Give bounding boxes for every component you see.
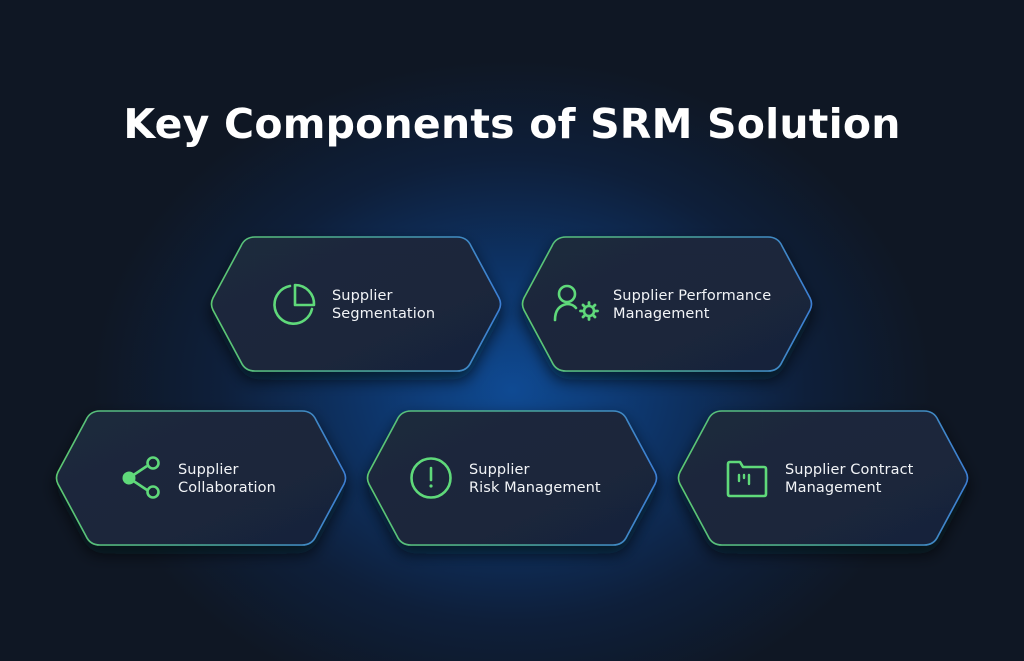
- component-card-supplier-collaboration[interactable]: Supplier Collaboration: [55, 410, 347, 546]
- page-title: Key Components of SRM Solution: [123, 100, 901, 148]
- alert-circle-icon: [410, 457, 452, 499]
- component-card-supplier-segmentation[interactable]: Supplier Segmentation: [210, 236, 502, 372]
- pie-chart-icon: [273, 283, 316, 325]
- hexagon-shape: [366, 410, 658, 546]
- user-gear-icon: [553, 284, 599, 322]
- component-card-supplier-performance-management[interactable]: Supplier Performance Management: [521, 236, 813, 372]
- hexagon-shape: [521, 236, 813, 372]
- component-label: Supplier Segmentation: [332, 288, 436, 322]
- component-label: Supplier Risk Management: [469, 462, 601, 496]
- hexagon-shape: [55, 410, 347, 546]
- component-label: Supplier Contract Management: [785, 462, 914, 496]
- hexagon-shape: [677, 410, 969, 546]
- share-icon: [122, 456, 160, 499]
- component-card-supplier-risk-management[interactable]: Supplier Risk Management: [366, 410, 658, 546]
- component-label: Supplier Collaboration: [178, 462, 276, 496]
- component-card-supplier-contract-management[interactable]: Supplier Contract Management: [677, 410, 969, 546]
- component-label: Supplier Performance Management: [613, 288, 772, 322]
- folder-icon: [726, 460, 768, 498]
- hexagon-shape: [210, 236, 502, 372]
